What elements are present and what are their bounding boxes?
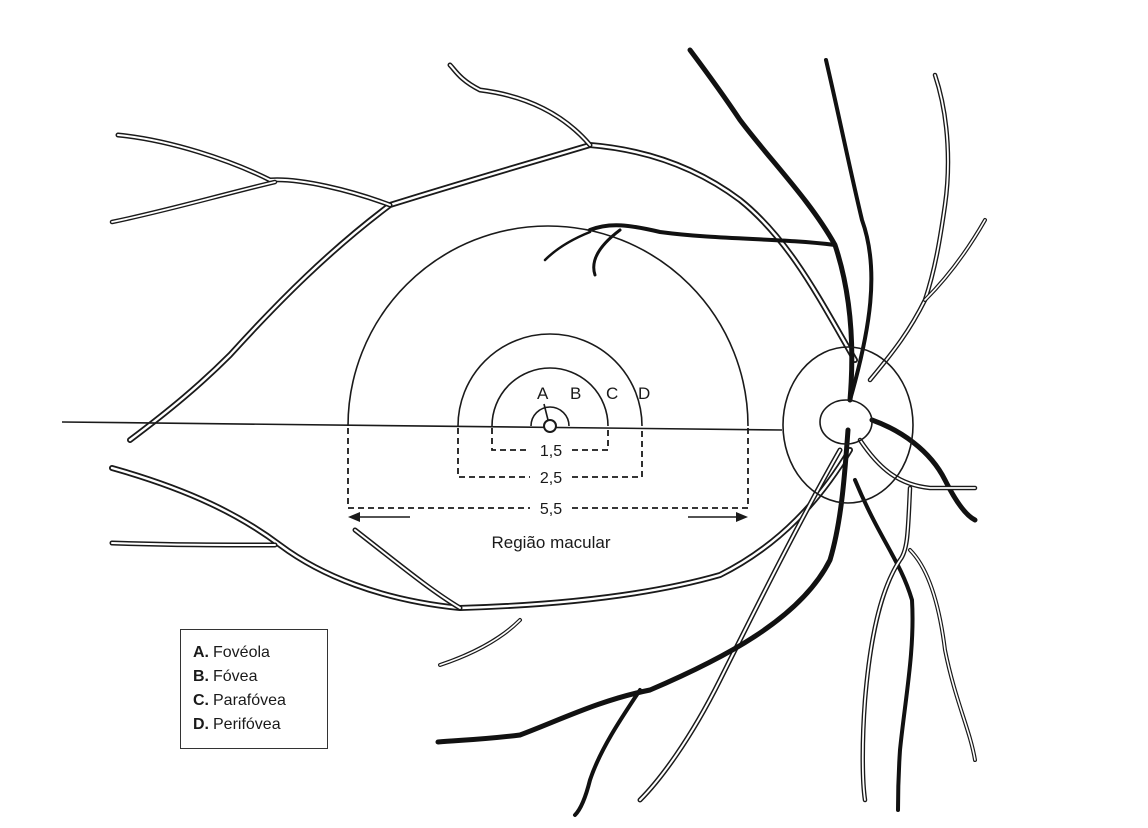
foveal-center <box>543 419 557 433</box>
ring-parafovea <box>457 333 643 427</box>
dimension-label-1-5: 1,5 <box>540 443 562 460</box>
bracket-5-5 <box>347 428 749 509</box>
zone-label-b: B <box>570 384 581 403</box>
ring-foveola <box>530 406 570 427</box>
macular-rings <box>347 225 749 433</box>
foveola-pointer <box>543 403 549 421</box>
bracket-1-5 <box>491 428 609 451</box>
lower-arcade-vessel <box>109 447 853 803</box>
region-label: Região macular <box>491 533 610 552</box>
dimension-brackets <box>347 428 749 509</box>
dark-artery-vessels <box>435 47 978 817</box>
legend-item-parafovea: C.Parafóvea <box>193 692 286 709</box>
zone-label-d: D <box>638 384 650 403</box>
dimension-label-2-5: 2,5 <box>540 470 562 487</box>
retinal-vessels <box>109 47 987 817</box>
ring-perifovea <box>347 225 749 427</box>
region-arrows <box>348 512 748 522</box>
zone-label-a: A <box>537 384 549 403</box>
dimension-label-5-5: 5,5 <box>540 501 562 518</box>
upper-arcade-vessel <box>109 62 858 443</box>
bracket-2-5 <box>457 428 643 478</box>
ring-fovea <box>491 367 609 427</box>
legend-item-foveola: A.Fovéola <box>193 644 270 661</box>
legend-box: A.Fovéola B.Fóvea C.Parafóvea D.Perifóve… <box>180 629 328 749</box>
optic-disc <box>782 346 914 504</box>
zone-label-c: C <box>606 384 618 403</box>
horizontal-axis-line <box>61 421 783 431</box>
nasal-vessels <box>857 72 987 803</box>
legend-item-perifovea: D.Perifóvea <box>193 716 281 733</box>
legend-item-fovea: B.Fóvea <box>193 668 258 685</box>
